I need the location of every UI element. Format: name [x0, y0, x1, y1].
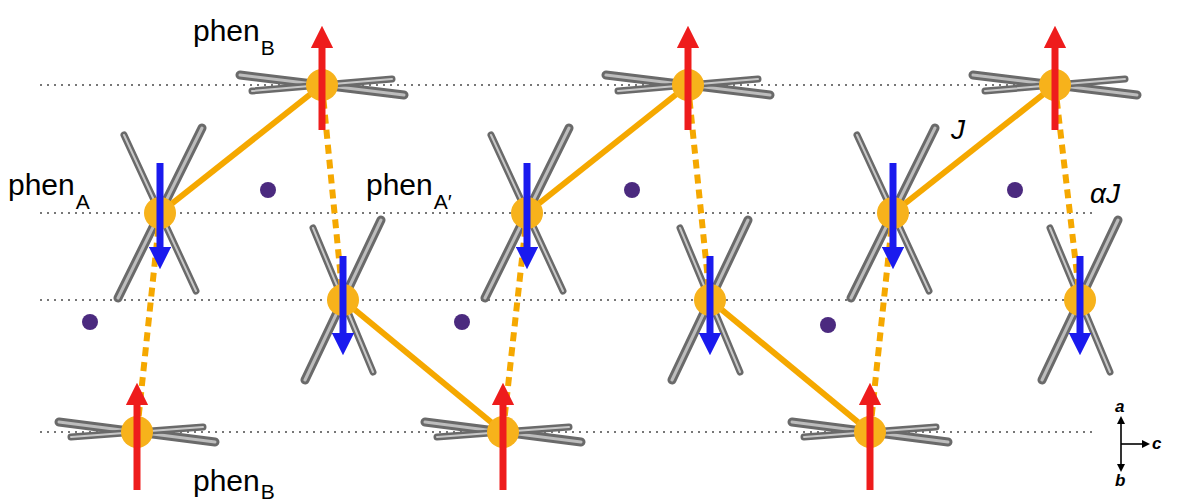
- alpha-j-path: [503, 213, 527, 432]
- phen-molecule: [851, 128, 935, 298]
- molecule-highlight: [313, 228, 373, 372]
- molecule-body: [851, 128, 935, 298]
- axis-icon: [1121, 420, 1146, 468]
- dotted-guides: [40, 85, 1092, 432]
- phen-molecule: [118, 128, 202, 298]
- exchange-paths: [137, 85, 1080, 432]
- molecule-highlight: [491, 135, 563, 291]
- molecule-body: [118, 128, 202, 298]
- spin-down-arrow: [890, 163, 897, 258]
- dotted-guide: [40, 431, 1092, 433]
- molecule-highlight: [124, 135, 196, 291]
- molecule-body: [313, 228, 373, 372]
- iodine-atom: [1007, 182, 1023, 198]
- dotted-guide: [40, 212, 1092, 214]
- spin-arrows: [137, 37, 1080, 490]
- molecule-body: [1042, 220, 1118, 380]
- j-path: [527, 85, 688, 213]
- molecule-body: [857, 135, 929, 291]
- dotted-guide: [40, 299, 1092, 301]
- j-path: [343, 300, 503, 432]
- molecule-body: [491, 135, 563, 291]
- spin-up-arrow: [1052, 37, 1059, 130]
- molecule-highlight: [672, 220, 748, 380]
- molecule-highlight: [1050, 228, 1110, 372]
- molecule-body: [672, 220, 748, 380]
- axis-label: c: [1152, 435, 1161, 452]
- axis-label: b: [1115, 472, 1125, 489]
- molecule-highlight: [1042, 220, 1118, 380]
- j-path: [710, 300, 870, 432]
- molecule-subscript: B: [261, 481, 275, 502]
- j-path: [160, 85, 322, 213]
- molecule-highlight: [680, 228, 740, 372]
- molecule-highlight: [305, 220, 381, 380]
- molecule-body: [305, 220, 381, 380]
- spin-up-arrow: [685, 37, 692, 130]
- molecule-body: [124, 135, 196, 291]
- molecule-label: phen: [193, 466, 260, 496]
- iodine-atom: [82, 314, 98, 330]
- iodine-atom: [260, 182, 276, 198]
- axis-label: a: [1115, 398, 1124, 415]
- spin-up-arrow: [867, 394, 874, 490]
- phen-molecule: [1042, 220, 1118, 380]
- molecule-label: phen: [366, 170, 433, 200]
- phen-molecules: [59, 75, 1137, 442]
- spin-down-arrow: [707, 256, 714, 344]
- spin-down-arrow: [157, 163, 164, 258]
- spin-up-arrow: [134, 394, 141, 490]
- molecule-body: [680, 228, 740, 372]
- iodine-atom: [454, 314, 470, 330]
- iodine-atom: [624, 182, 640, 198]
- phen-molecule: [485, 128, 569, 298]
- spin-down-arrow: [1077, 256, 1084, 344]
- spin-down-arrow: [340, 256, 347, 344]
- spin-up-arrow: [319, 37, 326, 130]
- molecule-highlight: [857, 135, 929, 291]
- molecule-label: phen: [8, 170, 75, 200]
- j-path: [893, 85, 1055, 213]
- spin-up-arrow: [500, 394, 507, 490]
- molecule-subscript: B: [261, 37, 275, 58]
- molecule-highlight: [851, 128, 935, 298]
- molecule-label: phen: [193, 16, 260, 46]
- phen-molecule: [305, 220, 381, 380]
- spin-down-arrow: [524, 163, 531, 258]
- iodine-atom: [820, 317, 836, 333]
- coupling-label: J: [951, 116, 965, 144]
- molecule-body: [1050, 228, 1110, 372]
- molecule-highlight: [118, 128, 202, 298]
- coupling-label: αJ: [1090, 180, 1120, 208]
- dotted-guide: [40, 84, 1092, 86]
- molecule-body: [485, 128, 569, 298]
- molecule-subscript: A′: [434, 191, 452, 212]
- phen-molecule: [672, 220, 748, 380]
- molecule-highlight: [485, 128, 569, 298]
- alpha-j-path: [1055, 85, 1080, 300]
- iodine-atoms: [82, 182, 1023, 333]
- spin-sites: [121, 69, 1096, 448]
- molecule-subscript: A: [76, 191, 90, 212]
